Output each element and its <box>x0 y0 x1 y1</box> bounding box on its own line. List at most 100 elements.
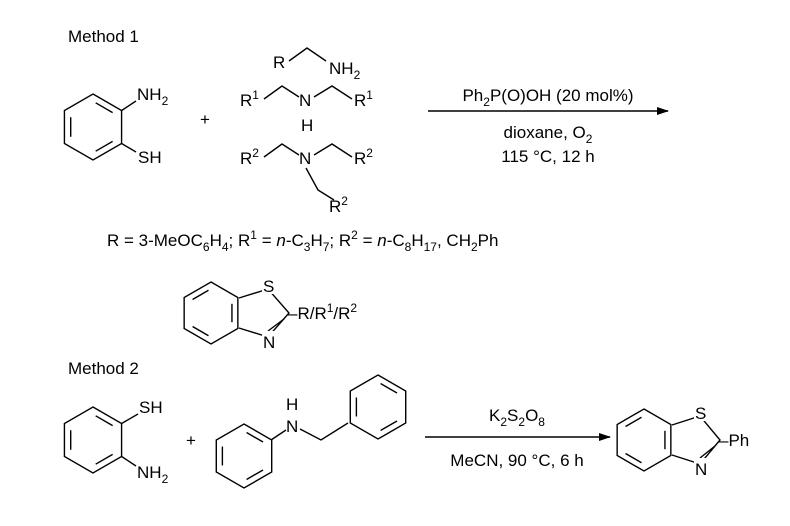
text-segment: N <box>299 149 311 168</box>
ring-double-bond <box>380 420 398 432</box>
substituent-definitions: R = 3-MeOC6​H4​; R1​ = n-C3​H7​; R2​ = n… <box>107 228 498 254</box>
text-segment: 1 <box>366 88 373 102</box>
text-segment: 2 <box>366 146 373 160</box>
aniline-ring <box>215 423 273 489</box>
text-segment: 1 <box>252 88 259 102</box>
thiazole-ring <box>238 288 290 338</box>
amine1-nh2-label: NH2​ <box>329 59 361 82</box>
sh-label: SH <box>139 398 163 417</box>
double-bond <box>267 318 285 332</box>
bond <box>313 143 353 158</box>
text-segment: = <box>257 231 276 250</box>
plus-sign: + <box>200 110 210 129</box>
text-segment: H <box>286 395 298 414</box>
ring-outline <box>63 406 123 474</box>
text-segment: -C <box>286 231 304 250</box>
text-segment: -C <box>387 231 405 250</box>
bond <box>288 47 327 62</box>
ring-double-bond <box>95 453 113 465</box>
text-segment: N <box>286 417 298 436</box>
text-segment: = <box>358 231 377 250</box>
amine2-r1-left: R1​ <box>240 88 259 110</box>
ring-double-bond <box>95 415 113 427</box>
amine2-h: H <box>301 116 313 135</box>
text-segment: SH <box>138 148 162 167</box>
text-segment: 6 <box>203 240 210 254</box>
label-bg <box>262 277 276 294</box>
text-segment: 2 <box>518 415 525 429</box>
text-segment: n <box>276 231 285 250</box>
text-segment: NH <box>329 59 354 78</box>
text-segment: 2 <box>500 415 507 429</box>
text-segment: –Ph <box>719 431 749 450</box>
method1-title: Method 1 <box>68 27 139 46</box>
ring-outline <box>183 281 239 345</box>
ring-double-bond <box>246 431 264 443</box>
text-segment: H <box>210 231 222 250</box>
amine3-r2-right: R2​ <box>354 146 373 168</box>
text-segment: Ph <box>462 86 483 105</box>
text-segment: SH <box>139 398 163 417</box>
text-segment: N <box>299 91 311 110</box>
text-segment: 4 <box>222 240 229 254</box>
text-segment: R <box>354 91 366 110</box>
bond <box>305 167 335 201</box>
bond <box>121 100 137 112</box>
text-segment: R <box>240 149 252 168</box>
text-segment: 2 <box>471 240 478 254</box>
text-segment: N <box>695 460 707 479</box>
text-segment: H <box>310 231 322 250</box>
ring-double-bond <box>95 102 113 114</box>
text-segment: 17 <box>424 240 438 254</box>
text-segment: R <box>273 53 285 72</box>
benzothiazole-product-2: S N –Ph <box>671 404 749 479</box>
double-bond <box>699 445 716 459</box>
bond <box>263 143 300 158</box>
bond <box>263 85 300 100</box>
text-segment: S <box>695 404 706 423</box>
bond <box>299 422 349 441</box>
benzyl-ring <box>349 374 407 440</box>
amine3-r2-left: R2​ <box>240 146 259 168</box>
amine3-n: N <box>299 149 311 168</box>
ring-double-bond <box>625 416 642 428</box>
text-segment: MeCN, 90 °C, 6 h <box>450 451 583 470</box>
benzothiazole-product-1: S N –R/R1​/R2​ <box>238 277 357 352</box>
text-segment: 2 <box>351 228 358 242</box>
text-segment: H <box>411 231 423 250</box>
ring-double-bond <box>192 325 209 337</box>
text-segment: dioxane, O <box>504 123 586 142</box>
text-segment: 3 <box>304 240 311 254</box>
bond <box>121 413 139 425</box>
text-segment: 2 <box>341 194 348 208</box>
label-bg <box>694 458 708 475</box>
ring-outline <box>215 423 273 489</box>
nitrogen-label: N <box>263 333 275 352</box>
label-bg <box>262 331 276 348</box>
conditions-label: MeCN, 90 °C, 6 h <box>450 451 583 470</box>
substituent-label: –R/R1​/R2​ <box>288 301 357 323</box>
amine2-r1-right: R1​ <box>354 88 373 110</box>
ring-outline <box>63 93 123 161</box>
benzene-ring <box>63 93 123 161</box>
text-segment: R = 3-MeOC <box>107 231 203 250</box>
solvent-label: dioxane, O2​ <box>504 123 593 146</box>
text-segment: 115 °C, 12 h <box>501 147 594 166</box>
text-segment: /R <box>333 304 350 323</box>
phenyl-label: –Ph <box>719 431 749 450</box>
text-segment: R <box>240 91 252 110</box>
text-segment: –R/R <box>288 304 327 323</box>
text-segment: 1 <box>327 301 334 315</box>
text-segment: S <box>263 277 274 296</box>
text-segment: 8 <box>538 415 545 429</box>
oxidant-label: K2​S2​O8​ <box>489 406 545 429</box>
nitrogen-label: N <box>695 460 707 479</box>
n-benzylaniline: H N <box>270 395 349 441</box>
text-segment: H <box>301 116 313 135</box>
text-segment: O <box>525 406 538 425</box>
ring-double-bond <box>95 140 113 152</box>
amine3-r2-bottom: R2​ <box>329 194 348 216</box>
text-segment: 2 <box>483 95 490 109</box>
aminothiophenol-1: NH2​ SH <box>121 85 169 167</box>
